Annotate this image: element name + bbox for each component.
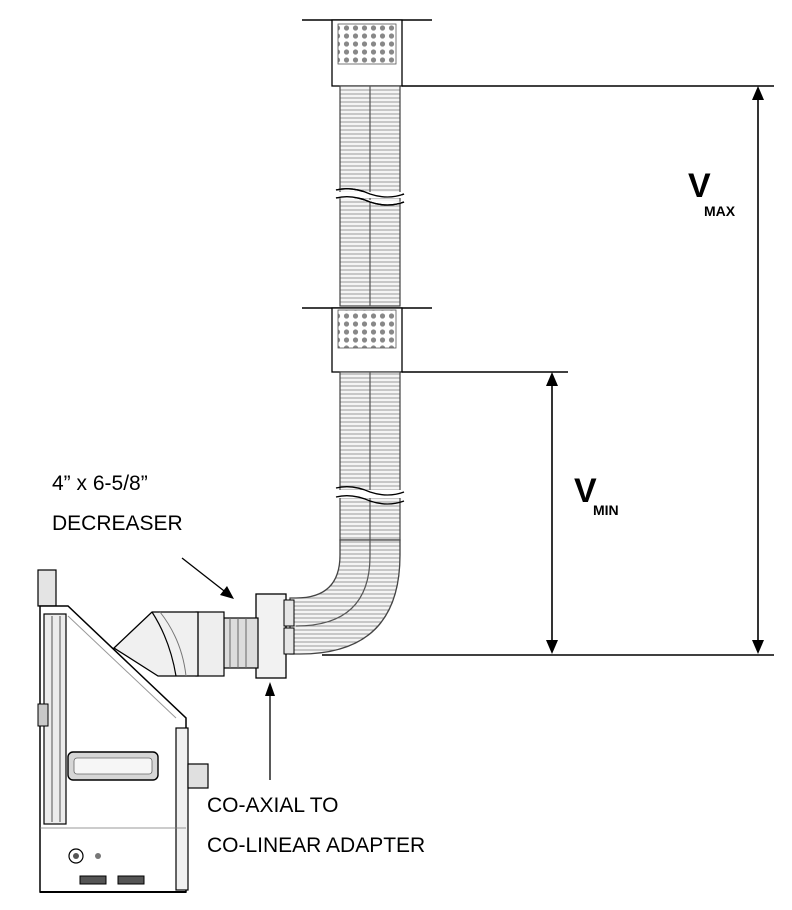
upper-vertical-pipe	[335, 85, 405, 307]
upper-cap-grille	[337, 23, 397, 65]
lower-cap-grille	[337, 309, 397, 349]
adapter-label-line1: CO-AXIAL TO	[207, 794, 339, 817]
coaxial-adapter	[255, 593, 295, 679]
decreaser	[195, 611, 259, 677]
upper-termination-cap	[302, 19, 432, 87]
adapter-leader	[265, 682, 275, 780]
vmin-dimension	[402, 371, 568, 654]
vmax-subscript: MAX	[704, 203, 736, 219]
appliance-top-stub	[37, 569, 57, 607]
side-port	[187, 763, 209, 789]
flue-collar	[112, 611, 199, 677]
lower-vertical-pipe	[335, 371, 405, 545]
adapter-label-line2: CO-LINEAR ADAPTER	[207, 834, 425, 857]
vmin-letter: V	[574, 472, 597, 510]
pipe-elbow	[289, 539, 401, 655]
appliance	[37, 569, 209, 893]
decreaser-leader	[181, 557, 234, 599]
lower-termination-cap	[302, 307, 432, 373]
decreaser-label-line1: 4” x 6-5/8”	[52, 472, 148, 495]
decreaser-label-line2: DECREASER	[52, 512, 183, 535]
vmax-letter: V	[688, 167, 711, 205]
vmax-dimension	[402, 85, 774, 654]
vmin-subscript: MIN	[593, 502, 619, 518]
